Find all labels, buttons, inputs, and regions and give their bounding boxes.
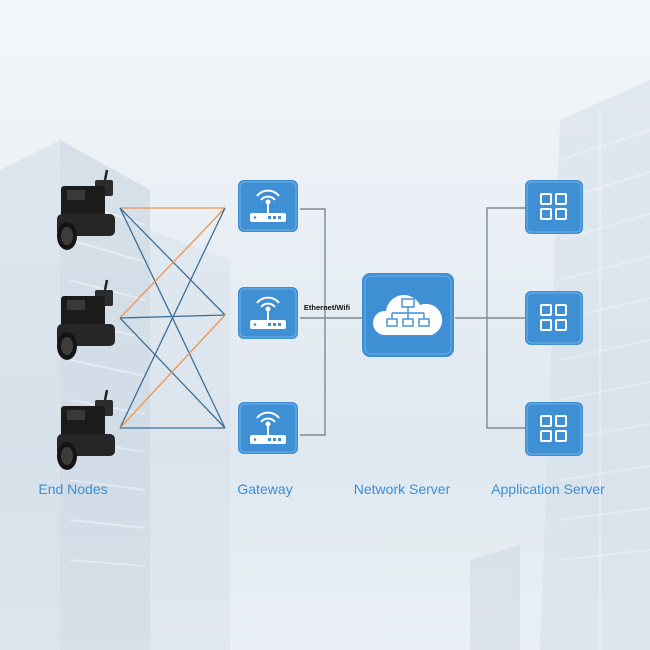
network-server-cloud-icon	[362, 273, 454, 357]
network-server-label: Network Server	[353, 481, 451, 497]
application-grid-icon	[525, 402, 583, 456]
end-nodes-label: End Nodes	[38, 481, 108, 497]
application-server-label: Application Server	[491, 481, 605, 497]
application-grid-icon	[525, 291, 583, 345]
gateway-bracket	[300, 208, 362, 436]
end-node-device	[57, 389, 115, 470]
ethernet-wifi-label: Ethernet/Wifi	[303, 303, 351, 312]
gateway-router-icon	[238, 402, 298, 454]
node-gateway-links	[119, 207, 226, 429]
application-grid-icon	[525, 180, 583, 234]
end-node-device	[57, 169, 115, 250]
gateway-router-icon	[238, 287, 298, 339]
end-node-device	[57, 279, 115, 360]
gateway-label: Gateway	[237, 481, 293, 497]
app-server-bracket	[455, 207, 525, 429]
gateway-router-icon	[238, 180, 298, 232]
background-buildings	[0, 80, 650, 650]
